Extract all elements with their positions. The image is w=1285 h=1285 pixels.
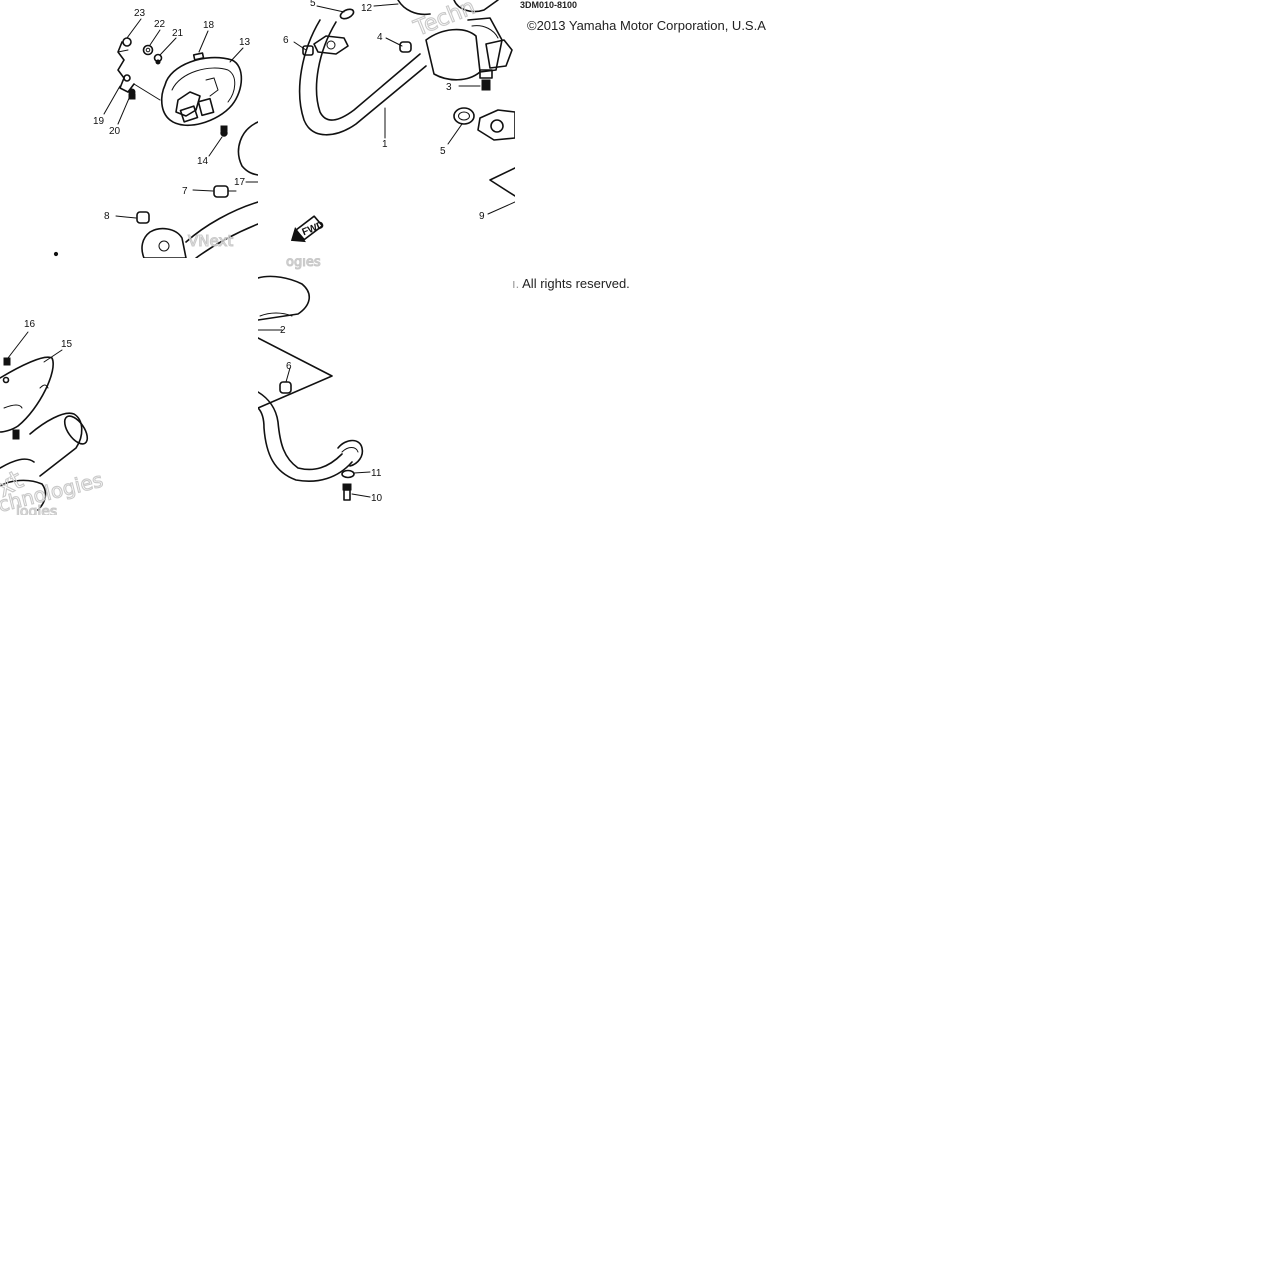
callout-9: 9	[479, 211, 485, 222]
callout-12: 12	[361, 3, 373, 14]
callout-2: 2	[280, 325, 286, 336]
copyright-line-2-text: All rights reserved.	[522, 276, 630, 291]
callout-3: 3	[446, 82, 452, 93]
callout-20: 20	[109, 126, 121, 137]
callout-1: 1	[382, 139, 388, 150]
callout-23: 23	[134, 8, 146, 19]
callout-10: 10	[371, 493, 383, 504]
watermark-text-ogies: ogies	[286, 258, 321, 270]
diagram-tile-bottom-left: 16 15 xt chnologies logies	[0, 258, 258, 515]
callout-19: 19	[93, 116, 105, 127]
callout-16: 16	[24, 319, 36, 330]
diagram-tile-top-left: 23 22 21 18 13 19 20 14 17 7 8 VNext	[0, 0, 258, 258]
callout-15: 15	[61, 339, 73, 350]
fwd-label: FWD	[301, 220, 326, 239]
callout-21: 21	[172, 28, 184, 39]
callout-6-top: 6	[283, 35, 289, 46]
diagram-tile-top-middle: FWD 5 12 6 4 3 1 5 9 Techn	[258, 0, 515, 258]
callout-22: 22	[154, 19, 166, 30]
callout-18: 18	[203, 20, 215, 31]
callout-14: 14	[197, 156, 209, 167]
watermark-text-logies: logies	[16, 504, 57, 515]
diagram-tile-bottom-middle: 2 6 11 10 ogies Technologies	[258, 258, 515, 515]
callout-8: 8	[104, 211, 110, 222]
callout-7: 7	[182, 186, 188, 197]
watermark-text-a: VNext	[188, 232, 233, 250]
copyright-line-2: ı. All rights reserved.	[512, 276, 630, 291]
callout-6-lower: 6	[286, 361, 292, 372]
callout-5-right: 5	[440, 146, 446, 157]
watermark-text-techn: Techn	[410, 0, 479, 42]
copyright-line-1: ©2013 Yamaha Motor Corporation, U.S.A	[527, 18, 766, 33]
part-code: 3DM010-8100	[520, 0, 578, 10]
callout-13: 13	[239, 37, 251, 48]
callout-17: 17	[234, 177, 246, 188]
callout-11: 11	[371, 468, 382, 479]
callout-5-top: 5	[310, 0, 316, 9]
callout-4: 4	[377, 32, 383, 43]
